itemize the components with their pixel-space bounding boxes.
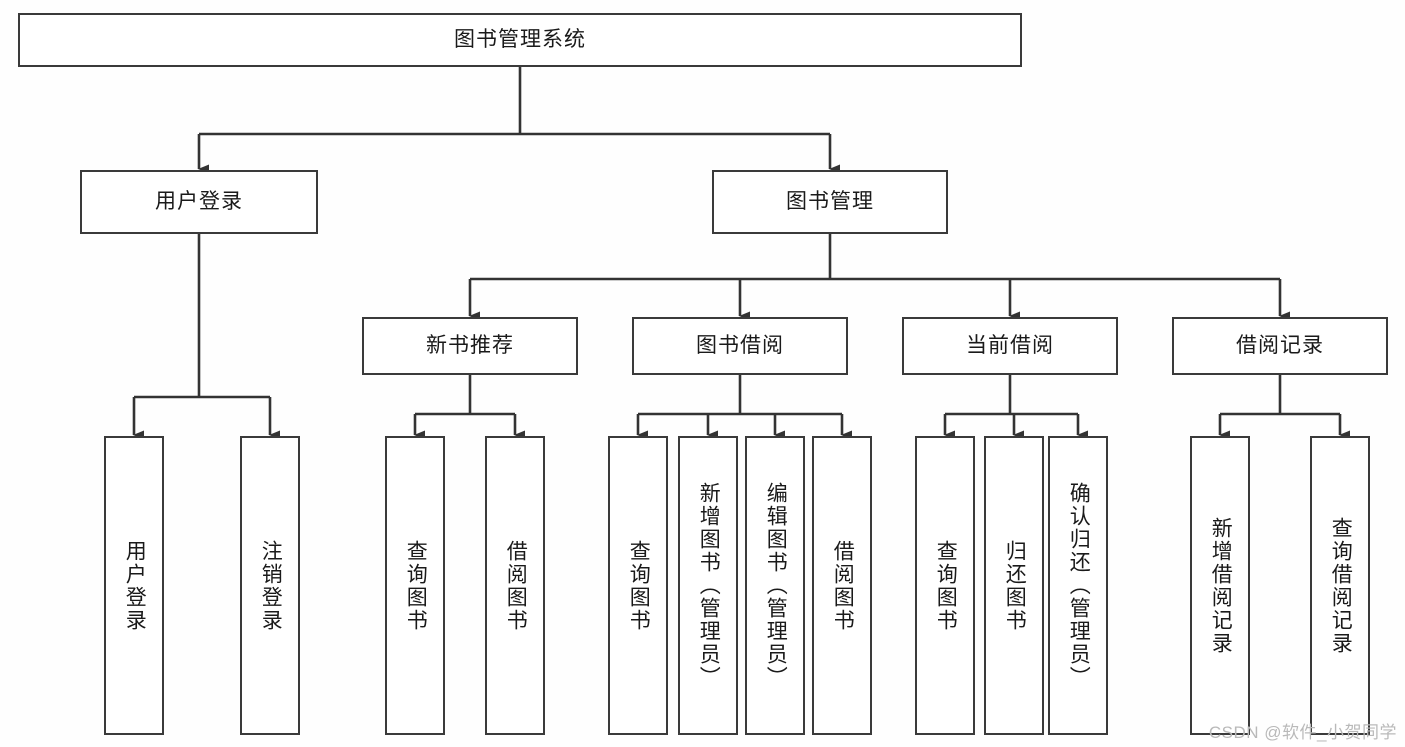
node-label: 用户登录	[123, 539, 147, 632]
node-label: 查询图书	[934, 539, 958, 632]
node-leaf-user-logout[interactable]: 注销登录	[240, 436, 300, 735]
node-book-borrow[interactable]: 图书借阅	[632, 317, 848, 375]
node-leaf-borrow-book-rec[interactable]: 借阅图书	[485, 436, 545, 735]
node-new-book-recommend[interactable]: 新书推荐	[362, 317, 578, 375]
node-label: 新增图书（管理员）	[697, 482, 721, 689]
node-leaf-add-book-admin[interactable]: 新增图书（管理员）	[678, 436, 738, 735]
node-leaf-edit-book-admin[interactable]: 编辑图书（管理员）	[745, 436, 805, 735]
node-label: 用户登录	[155, 190, 243, 214]
node-leaf-query-book-borrow[interactable]: 查询图书	[608, 436, 668, 735]
node-label: 新增借阅记录	[1209, 516, 1233, 655]
connector-lines	[132, 67, 1350, 440]
node-root[interactable]: 图书管理系统	[18, 13, 1022, 67]
node-leaf-query-borrow-record[interactable]: 查询借阅记录	[1310, 436, 1370, 735]
node-leaf-query-book-current[interactable]: 查询图书	[915, 436, 975, 735]
node-label: 借阅图书	[504, 539, 528, 632]
node-label: 图书管理系统	[454, 28, 586, 52]
node-current-borrow[interactable]: 当前借阅	[902, 317, 1118, 375]
node-label: 新书推荐	[426, 334, 514, 358]
node-user-login[interactable]: 用户登录	[80, 170, 318, 234]
node-label: 编辑图书（管理员）	[764, 482, 788, 689]
node-label: 图书管理	[786, 190, 874, 214]
node-leaf-query-book-rec[interactable]: 查询图书	[385, 436, 445, 735]
node-label: 借阅图书	[831, 539, 855, 632]
node-label: 确认归还（管理员）	[1067, 482, 1091, 689]
node-label: 归还图书	[1003, 539, 1027, 632]
node-leaf-borrow-book[interactable]: 借阅图书	[812, 436, 872, 735]
node-borrow-record[interactable]: 借阅记录	[1172, 317, 1388, 375]
node-label: 借阅记录	[1236, 334, 1324, 358]
node-book-manage[interactable]: 图书管理	[712, 170, 948, 234]
node-leaf-user-login[interactable]: 用户登录	[104, 436, 164, 735]
node-leaf-confirm-return-admin[interactable]: 确认归还（管理员）	[1048, 436, 1108, 735]
watermark-text: CSDN @软件_小贺同学	[1208, 723, 1397, 742]
node-label: 注销登录	[259, 539, 283, 632]
node-label: 查询图书	[404, 539, 428, 632]
node-leaf-add-borrow-record[interactable]: 新增借阅记录	[1190, 436, 1250, 735]
node-leaf-return-book[interactable]: 归还图书	[984, 436, 1044, 735]
node-label: 当前借阅	[966, 334, 1054, 358]
node-label: 查询借阅记录	[1329, 516, 1353, 655]
node-label: 图书借阅	[696, 334, 784, 358]
node-label: 查询图书	[627, 539, 651, 632]
